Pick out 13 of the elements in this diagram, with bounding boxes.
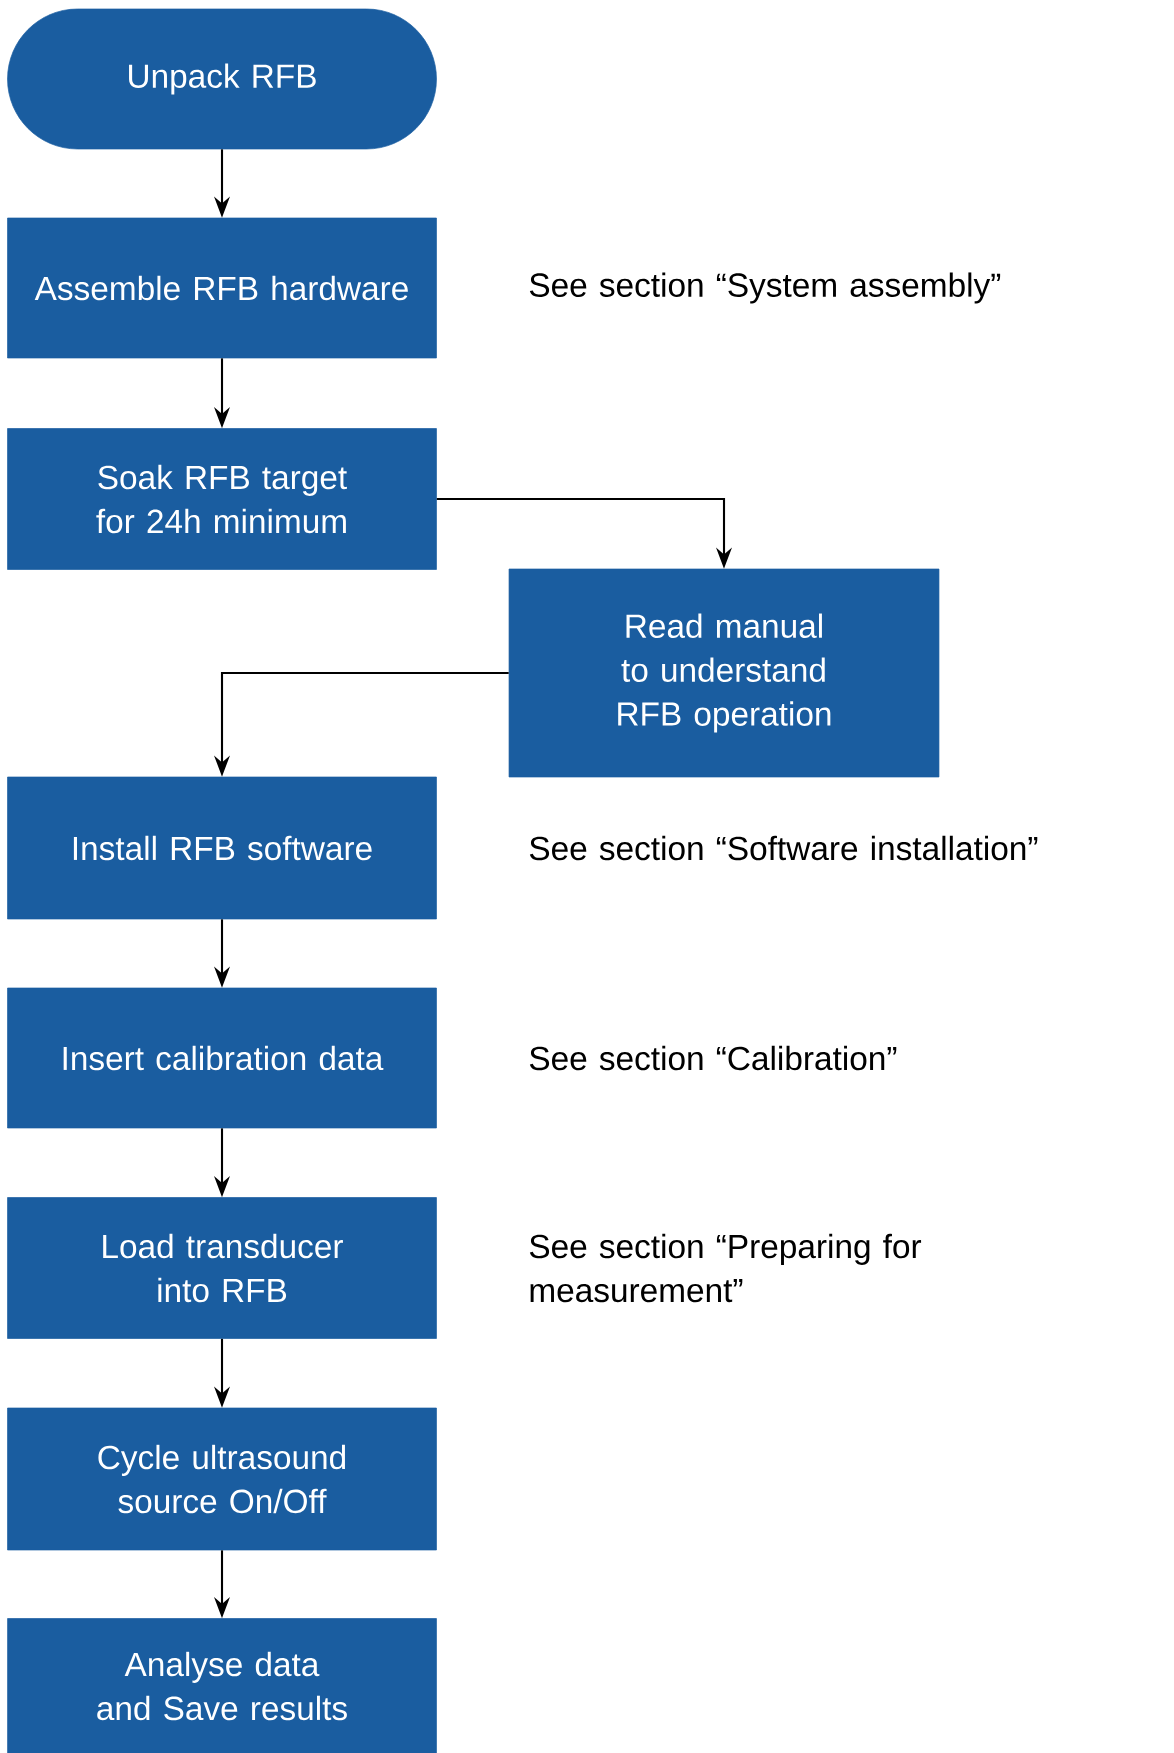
process-box: Insert calibration data xyxy=(7,987,437,1129)
process-box: Install RFB software xyxy=(7,776,437,920)
process-box: Read manual to understand RFB operation xyxy=(508,568,940,778)
process-box: Cycle ultrasound source On/Off xyxy=(7,1407,437,1551)
start-terminal: Unpack RFB xyxy=(7,8,437,150)
note-text: See section “Preparing for measurement” xyxy=(529,1233,922,1303)
process-box: Analyse data and Save results xyxy=(7,1618,437,1753)
note-text: See section “Software installation” xyxy=(529,835,1038,861)
note-text: See section “Calibration” xyxy=(529,1045,897,1071)
process-box: Assemble RFB hardware xyxy=(7,217,437,359)
process-box: Soak RFB target for 24h minimum xyxy=(7,428,437,570)
note-text: See section “System assembly” xyxy=(529,272,1001,304)
process-box: Load transducer into RFB xyxy=(7,1197,437,1339)
